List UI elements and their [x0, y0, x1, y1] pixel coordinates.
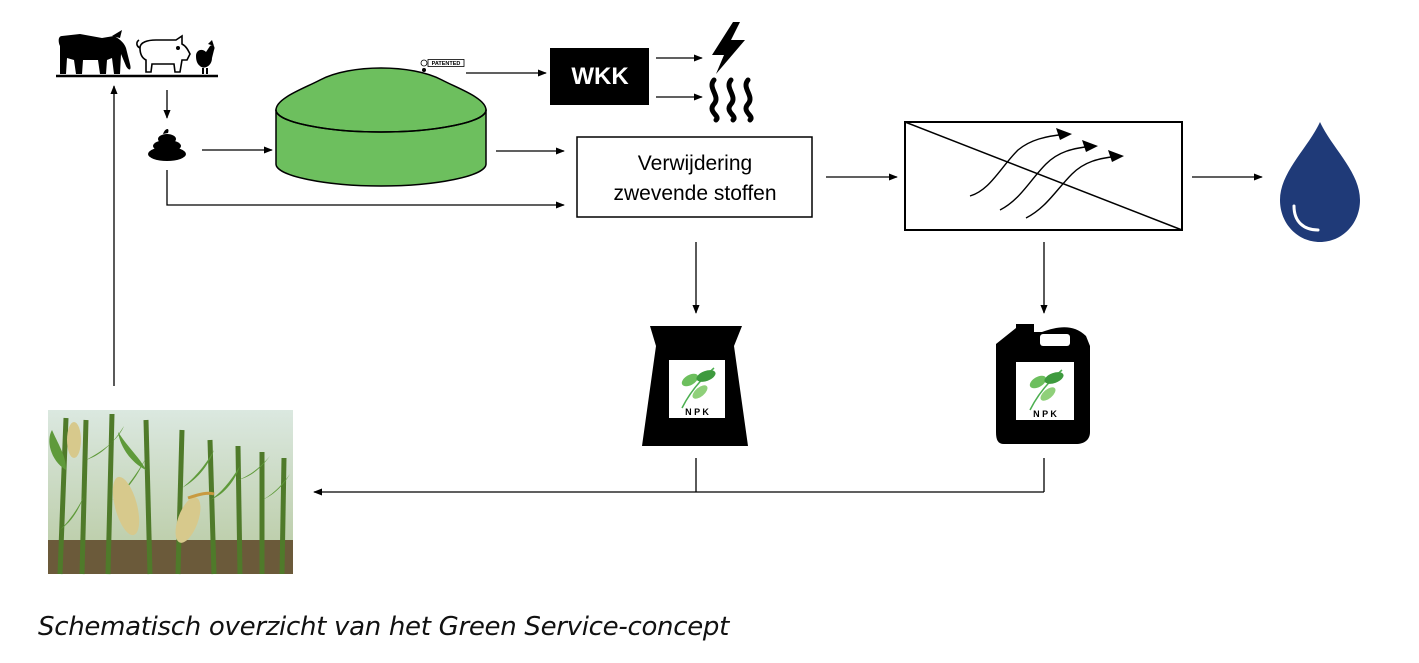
- lightning-icon: [712, 22, 745, 74]
- corn-field-photo: [48, 410, 293, 575]
- npk-bag-icon: N P K: [642, 326, 748, 446]
- membrane-filter-box: [904, 121, 1183, 231]
- npk-can-label: N P K: [1033, 409, 1057, 419]
- npk-can-icon: N P K: [996, 324, 1090, 444]
- wkk-label: WKK: [571, 63, 629, 90]
- chicken-icon: [196, 40, 215, 74]
- water-drop-icon: [1280, 122, 1360, 242]
- npk-bag-label: N P K: [685, 407, 709, 417]
- separation-box: Verwijdering zwevende stoffen: [576, 136, 813, 218]
- separation-label-line2: zwevende stoffen: [613, 182, 776, 205]
- wkk-box: WKK: [550, 48, 649, 105]
- separation-label-line1: Verwijdering: [638, 152, 752, 175]
- cow-icon: [58, 30, 131, 74]
- diagram-caption: Schematisch overzicht van het Green Serv…: [38, 612, 730, 642]
- flow-connectors: [110, 54, 1263, 496]
- manure-icon: [148, 128, 186, 161]
- patented-text: PATENTED: [432, 61, 461, 67]
- digester-tank: [275, 67, 487, 187]
- livestock-icons: [56, 30, 218, 78]
- patented-badge: PATENTED: [420, 59, 465, 72]
- pig-icon: [136, 34, 191, 73]
- heat-icon: [709, 77, 754, 123]
